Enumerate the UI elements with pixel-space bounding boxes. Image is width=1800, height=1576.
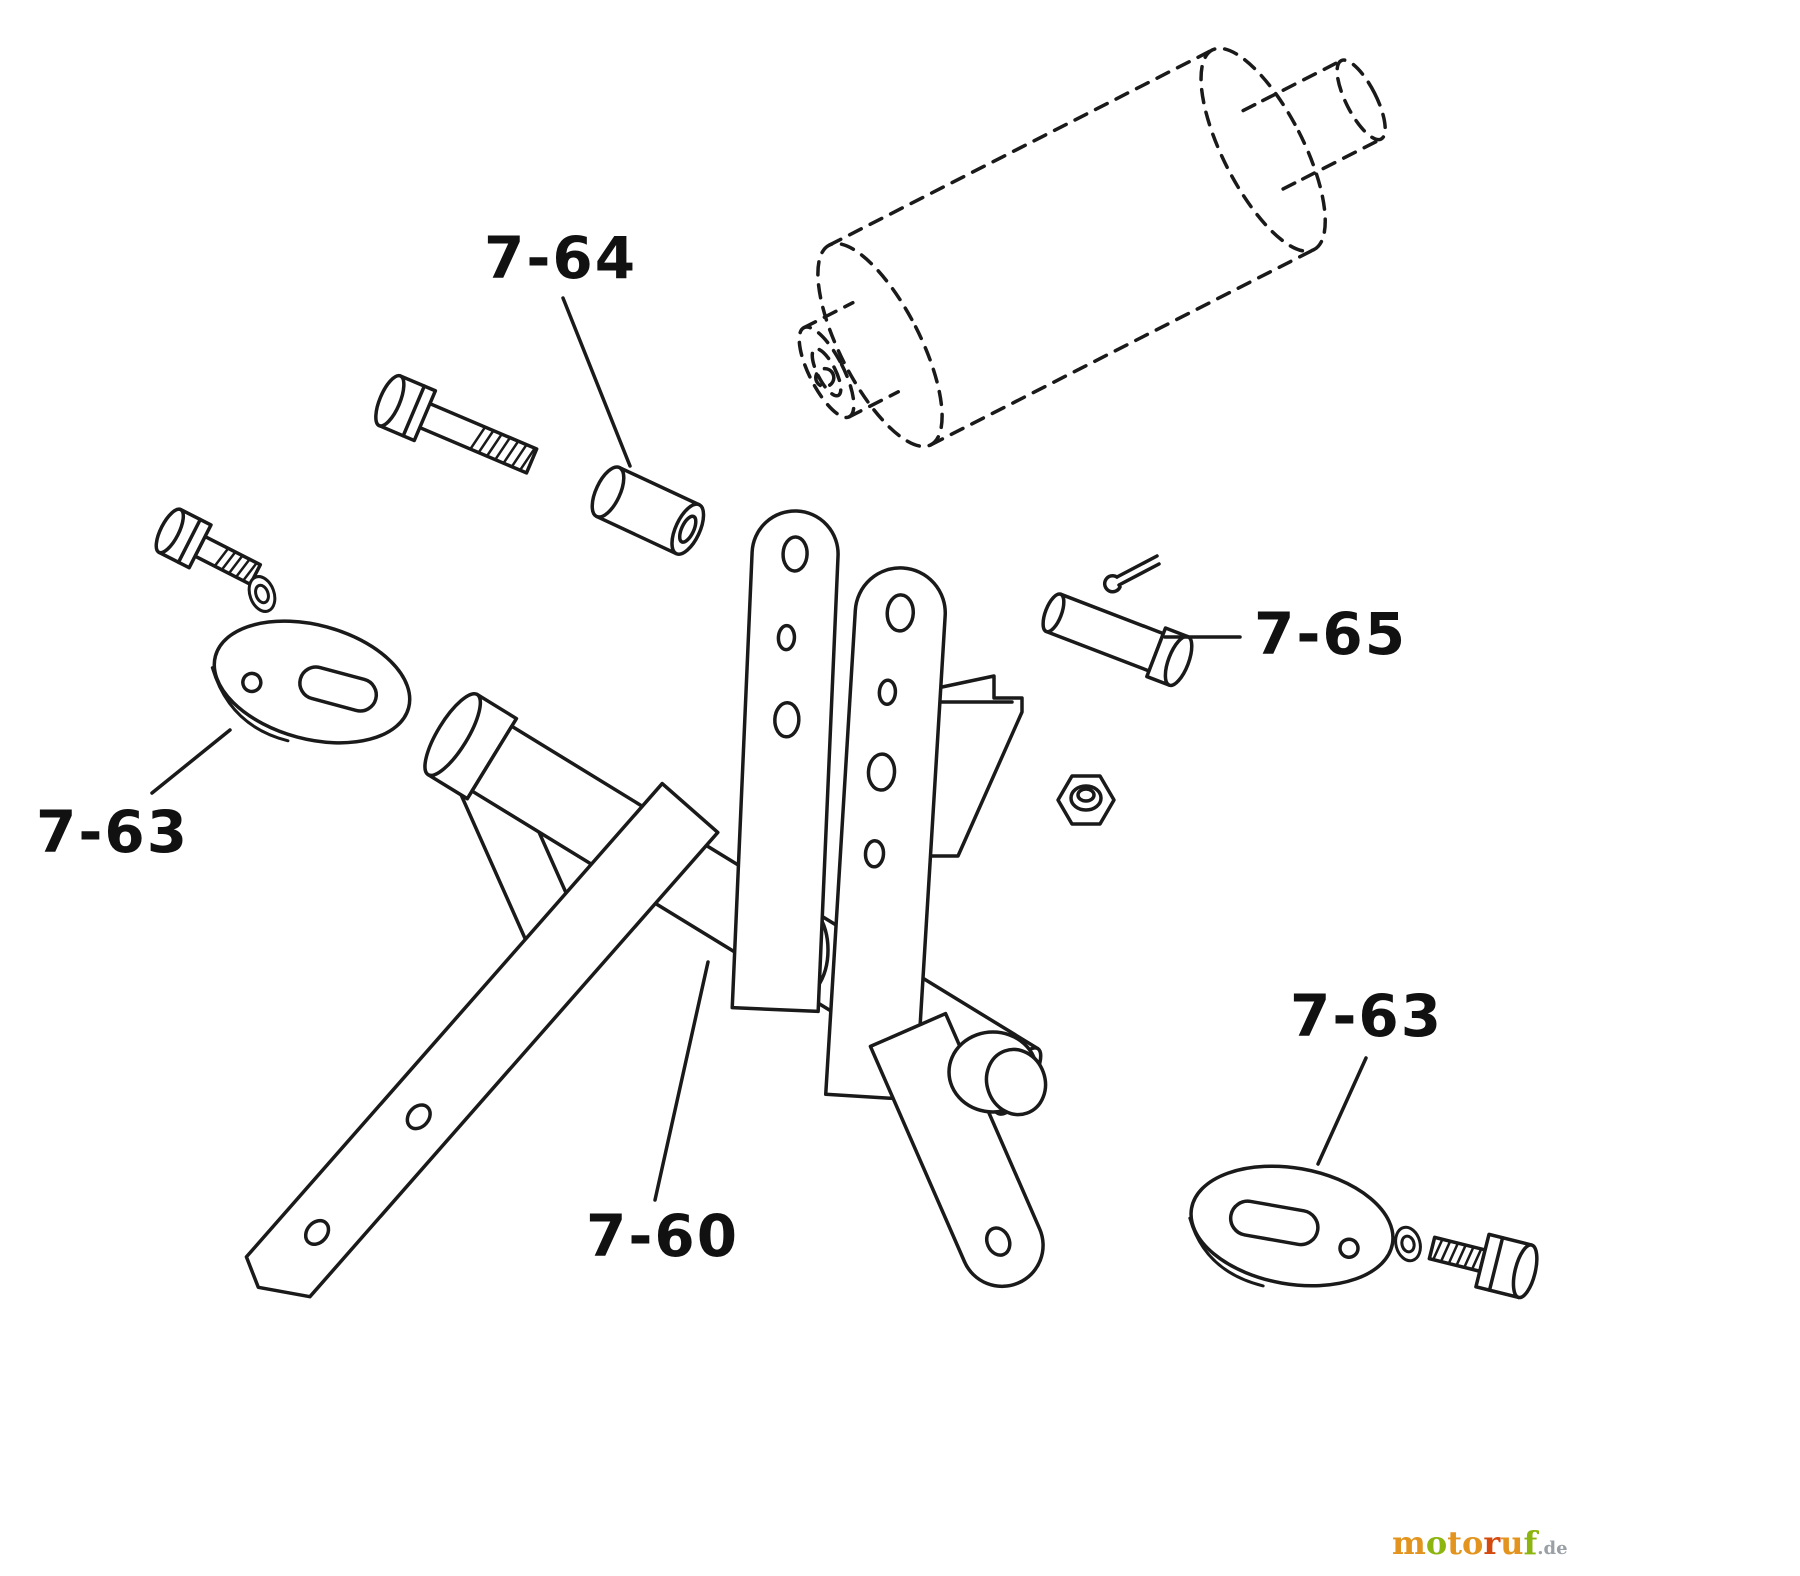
shaft-boss: [947, 1030, 1048, 1117]
part-label-7-63-left: 7-63: [36, 798, 190, 866]
leader-7-60: [653, 960, 710, 1202]
hydraulic-cylinder-dashed: [797, 46, 1387, 449]
lower-link: [868, 1011, 1045, 1289]
hex-bolt-short: [154, 507, 263, 587]
watermark: motoruf.de: [1392, 1524, 1568, 1562]
watermark-brand: motoruf: [1392, 1524, 1538, 1562]
support-bracket: [926, 674, 1024, 858]
cotter-pin: [1103, 554, 1161, 594]
hex-nut: [1056, 774, 1116, 826]
leader-lines: [150, 296, 1368, 1202]
hex-bolt-long: [374, 373, 539, 475]
flange-plate-right: [1188, 1164, 1395, 1288]
leader-7-64: [561, 296, 632, 468]
leader-7-63-right: [1316, 1056, 1368, 1166]
part-label-7-65: 7-65: [1254, 600, 1408, 668]
lift-strap-right: [823, 566, 947, 1102]
part-label-7-60: 7-60: [586, 1202, 740, 1270]
part-label-7-64: 7-64: [484, 224, 638, 292]
leader-7-63-left: [150, 728, 232, 795]
spacer-bushing: [590, 465, 706, 556]
washer-right: [1394, 1225, 1422, 1263]
hex-bolt-right: [1427, 1232, 1539, 1300]
washer-left: [247, 575, 277, 613]
drawbar: [244, 781, 720, 1299]
watermark-suffix: .de: [1537, 1538, 1568, 1559]
part-label-7-63-right: 7-63: [1290, 982, 1444, 1050]
flange-plate-left: [210, 619, 412, 745]
lift-strap-left: [730, 509, 840, 1014]
